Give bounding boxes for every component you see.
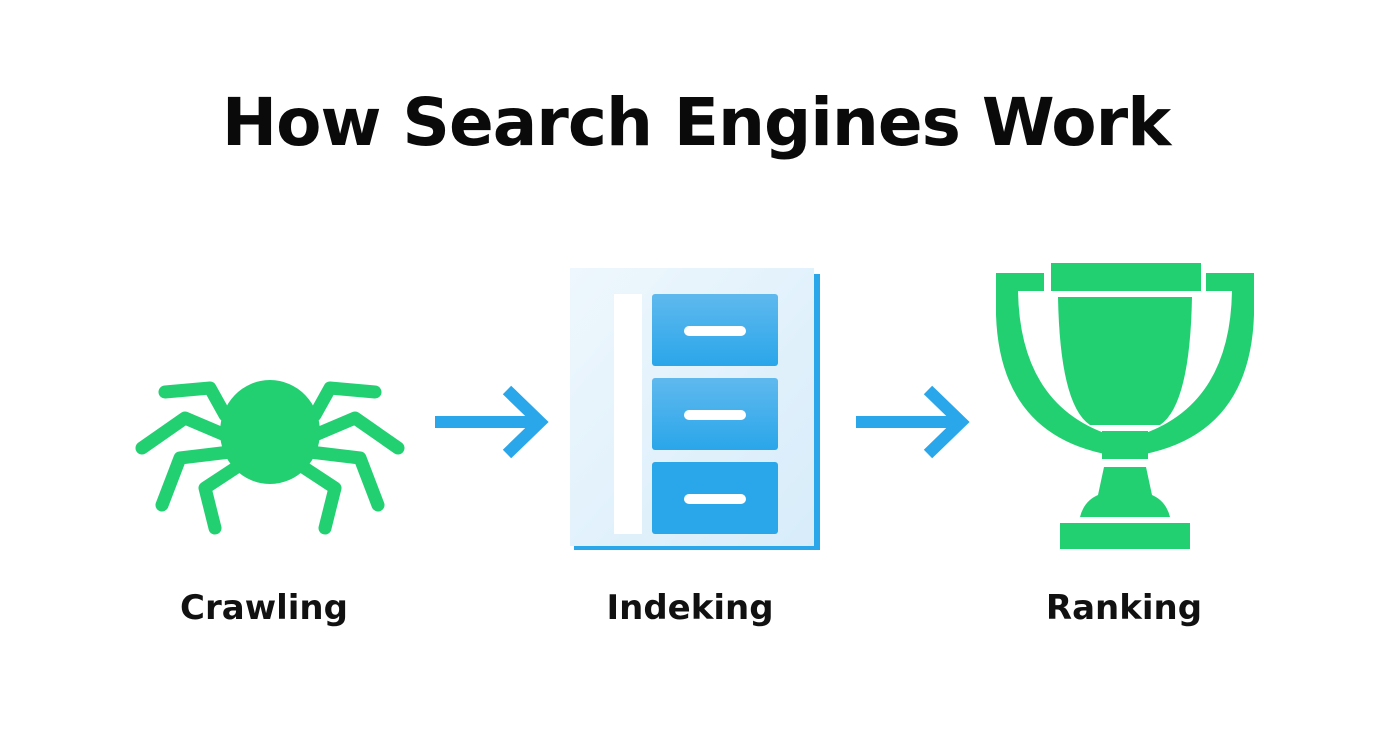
drawer-bottom [652, 462, 778, 534]
arrow-right-icon [856, 385, 970, 459]
step-label-indexing: Indeking [606, 588, 774, 628]
diagram-title: How Search Engines Work [221, 84, 1171, 161]
trophy-icon [996, 263, 1254, 549]
step-label-ranking: Ranking [1045, 588, 1203, 628]
step-label-crawling: Crawling [180, 588, 348, 628]
drawer-middle [652, 378, 778, 450]
spider-icon [135, 380, 405, 535]
arrow-right-icon [435, 385, 549, 459]
filing-cabinet-icon [570, 268, 820, 550]
drawer-top [652, 294, 778, 366]
